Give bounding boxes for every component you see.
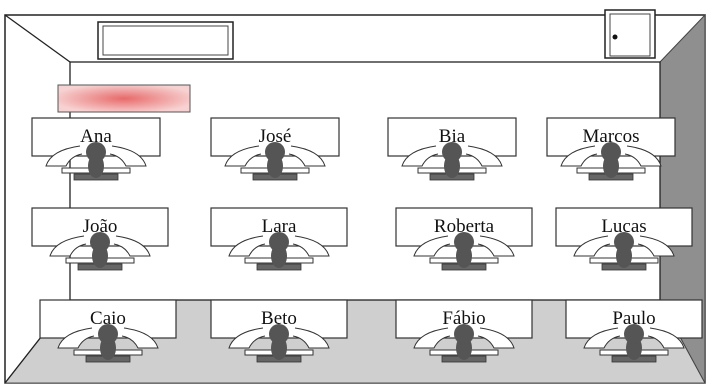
student-head-icon <box>98 324 118 344</box>
chair-arm-right <box>292 327 330 349</box>
student-head-icon <box>624 324 644 344</box>
student-desk: Fábio <box>395 299 533 363</box>
chair-arm-left <box>413 327 451 349</box>
student-desk: Marcos <box>546 117 676 181</box>
student-head-icon <box>614 232 634 252</box>
student-name: Roberta <box>434 216 495 237</box>
student-desk: Ana <box>31 117 161 181</box>
chair-arm-right <box>477 327 515 349</box>
chair-arm-left <box>413 235 451 257</box>
chair-arm-right <box>465 145 503 167</box>
student-name: Beto <box>261 308 297 329</box>
door-icon <box>604 9 656 59</box>
student-head-icon <box>442 142 462 162</box>
chair-arm-right <box>109 145 147 167</box>
chair-arm-left <box>573 235 611 257</box>
chair-arm-left <box>45 145 83 167</box>
student-desk: Caio <box>39 299 177 363</box>
chair-arm-right <box>647 327 685 349</box>
student-desk: Paulo <box>565 299 703 363</box>
student-name: Caio <box>90 308 126 329</box>
chair-arm-left <box>49 235 87 257</box>
student-name: Paulo <box>612 308 655 329</box>
chair-arm-left <box>583 327 621 349</box>
student-head-icon <box>454 324 474 344</box>
student-desk: Lucas <box>555 207 693 271</box>
student-name: Lucas <box>601 216 646 237</box>
chair-arm-right <box>121 327 159 349</box>
student-name: José <box>259 126 292 147</box>
student-desk: João <box>31 207 169 271</box>
student-head-icon <box>601 142 621 162</box>
red-board-icon <box>57 84 191 113</box>
chair-arm-right <box>288 145 326 167</box>
student-name: Ana <box>80 126 112 147</box>
chair-arm-left <box>401 145 439 167</box>
student-head-icon <box>454 232 474 252</box>
chair-arm-left <box>224 145 262 167</box>
student-name: Bia <box>439 126 466 147</box>
student-desk: Roberta <box>395 207 533 271</box>
student-desk: Lara <box>210 207 348 271</box>
student-head-icon <box>265 142 285 162</box>
student-name: Fábio <box>442 308 485 329</box>
air-conditioner-icon <box>97 21 234 60</box>
student-desk: José <box>210 117 340 181</box>
chair-arm-left <box>228 327 266 349</box>
student-name: Marcos <box>583 126 640 147</box>
chair-arm-right <box>624 145 662 167</box>
back-wall <box>69 61 661 301</box>
chair-arm-right <box>637 235 675 257</box>
student-head-icon <box>269 232 289 252</box>
student-head-icon <box>90 232 110 252</box>
chair-arm-left <box>228 235 266 257</box>
left-wall-top-edge <box>4 14 71 63</box>
student-desk: Bia <box>387 117 517 181</box>
chair-arm-right <box>113 235 151 257</box>
chair-arm-left <box>560 145 598 167</box>
chair-arm-left <box>57 327 95 349</box>
chair-arm-right <box>477 235 515 257</box>
student-name: João <box>83 216 118 237</box>
chair-arm-right <box>292 235 330 257</box>
desk-board <box>546 117 676 157</box>
student-head-icon <box>269 324 289 344</box>
student-head-icon <box>86 142 106 162</box>
student-desk: Beto <box>210 299 348 363</box>
student-name: Lara <box>262 216 297 237</box>
